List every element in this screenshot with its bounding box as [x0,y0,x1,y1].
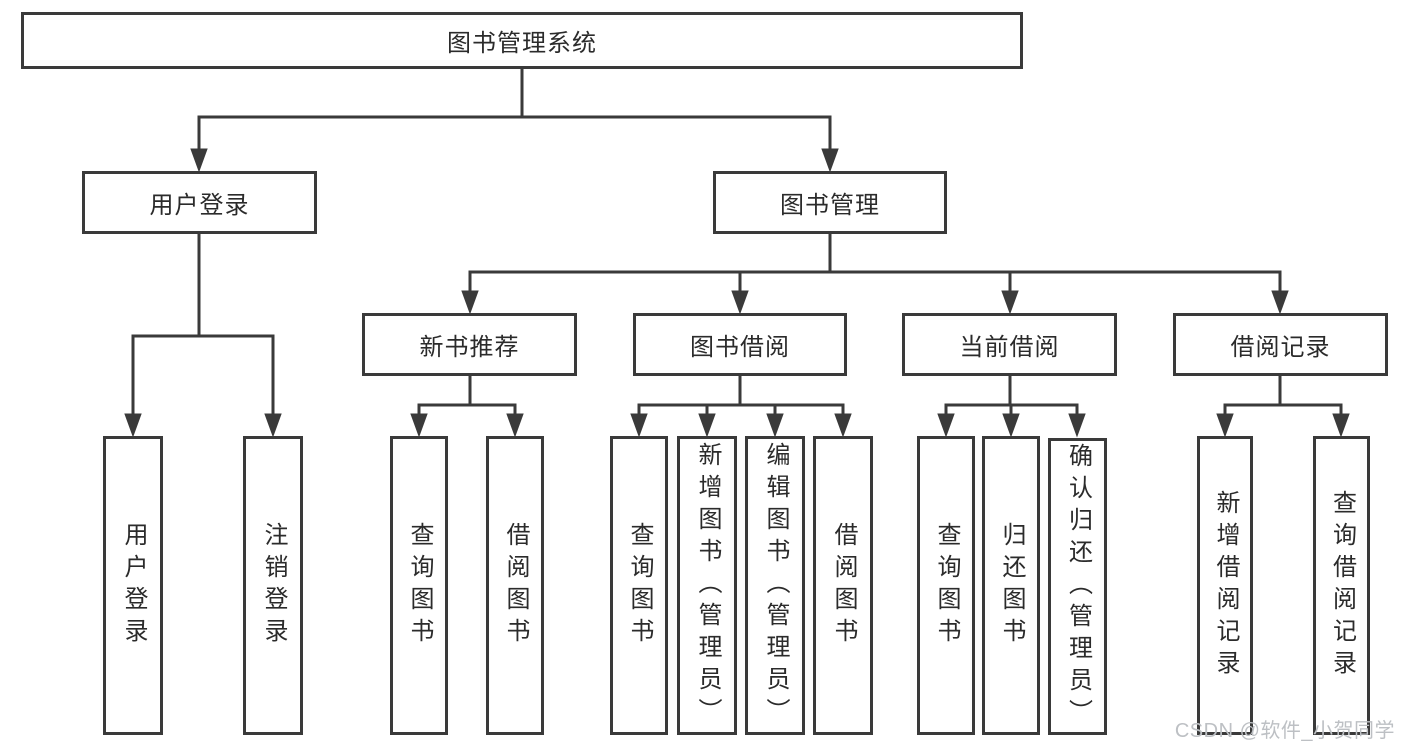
node-user-login: 用户登录 [82,171,317,234]
connector-current-borrowing-children [937,376,1086,438]
leaf-add-borrow-record: 新增借阅记录 [1197,436,1253,735]
connector-borrowing-records-children [1216,376,1350,438]
leaf-query-books-borrowing: 查询图书 [610,436,668,735]
node-book-management: 图书管理 [713,171,947,234]
leaf-logout: 注销登录 [243,436,303,735]
leaf-return-books: 归还图书 [982,436,1040,735]
leaf-borrow-books-recommend-label: 借阅图书 [502,521,529,650]
leaf-query-books-recommend-label: 查询图书 [406,521,433,650]
leaf-query-borrow-record: 查询借阅记录 [1313,436,1370,735]
leaf-logout-label: 注销登录 [260,521,287,650]
node-borrowing-records-label: 借阅记录 [1230,334,1331,361]
leaf-add-book-admin: 新增图书（管理员） [677,436,737,735]
leaf-borrow-books-borrowing-label: 借阅图书 [830,521,857,650]
node-new-book-recommend: 新书推荐 [362,313,577,376]
connector-book-management-children [461,234,1289,315]
node-book-borrowing-label: 图书借阅 [690,334,790,361]
node-root: 图书管理系统 [21,12,1023,69]
leaf-edit-book-admin-label: 编辑图书（管理员） [762,441,789,730]
node-current-borrowing-label: 当前借阅 [959,334,1060,361]
leaf-user-login: 用户登录 [103,436,163,735]
node-new-book-recommend-label: 新书推荐 [419,334,520,361]
csdn-watermark: CSDN @软件_小贺同学 [1174,720,1395,742]
leaf-add-borrow-record-label: 新增借阅记录 [1212,489,1239,682]
leaf-query-books-recommend: 查询图书 [390,436,448,735]
leaf-query-books-borrowing-label: 查询图书 [626,521,653,650]
leaf-confirm-return-admin: 确认归还（管理员） [1048,438,1107,735]
connector-book-borrowing-children [630,376,852,438]
connector-new-book-recommend-children [410,376,524,438]
leaf-borrow-books-borrowing: 借阅图书 [813,436,873,735]
node-book-management-label: 图书管理 [780,192,880,219]
leaf-confirm-return-admin-label: 确认归还（管理员） [1064,442,1092,731]
connector-user-login-children [124,234,282,438]
node-current-borrowing: 当前借阅 [902,313,1117,376]
node-root-label: 图书管理系统 [447,30,597,57]
connector-root-to-level2 [190,68,839,173]
leaf-query-books-current-label: 查询图书 [933,521,960,650]
leaf-add-book-admin-label: 新增图书（管理员） [694,441,721,730]
leaf-borrow-books-recommend: 借阅图书 [486,436,544,735]
leaf-query-books-current: 查询图书 [917,436,975,735]
leaf-query-borrow-record-label: 查询借阅记录 [1328,489,1356,682]
leaf-edit-book-admin: 编辑图书（管理员） [745,436,805,735]
node-borrowing-records: 借阅记录 [1173,313,1388,376]
node-book-borrowing: 图书借阅 [633,313,847,376]
leaf-user-login-label: 用户登录 [120,521,147,650]
node-user-login-label: 用户登录 [149,192,250,219]
leaf-return-books-label: 归还图书 [998,521,1025,650]
